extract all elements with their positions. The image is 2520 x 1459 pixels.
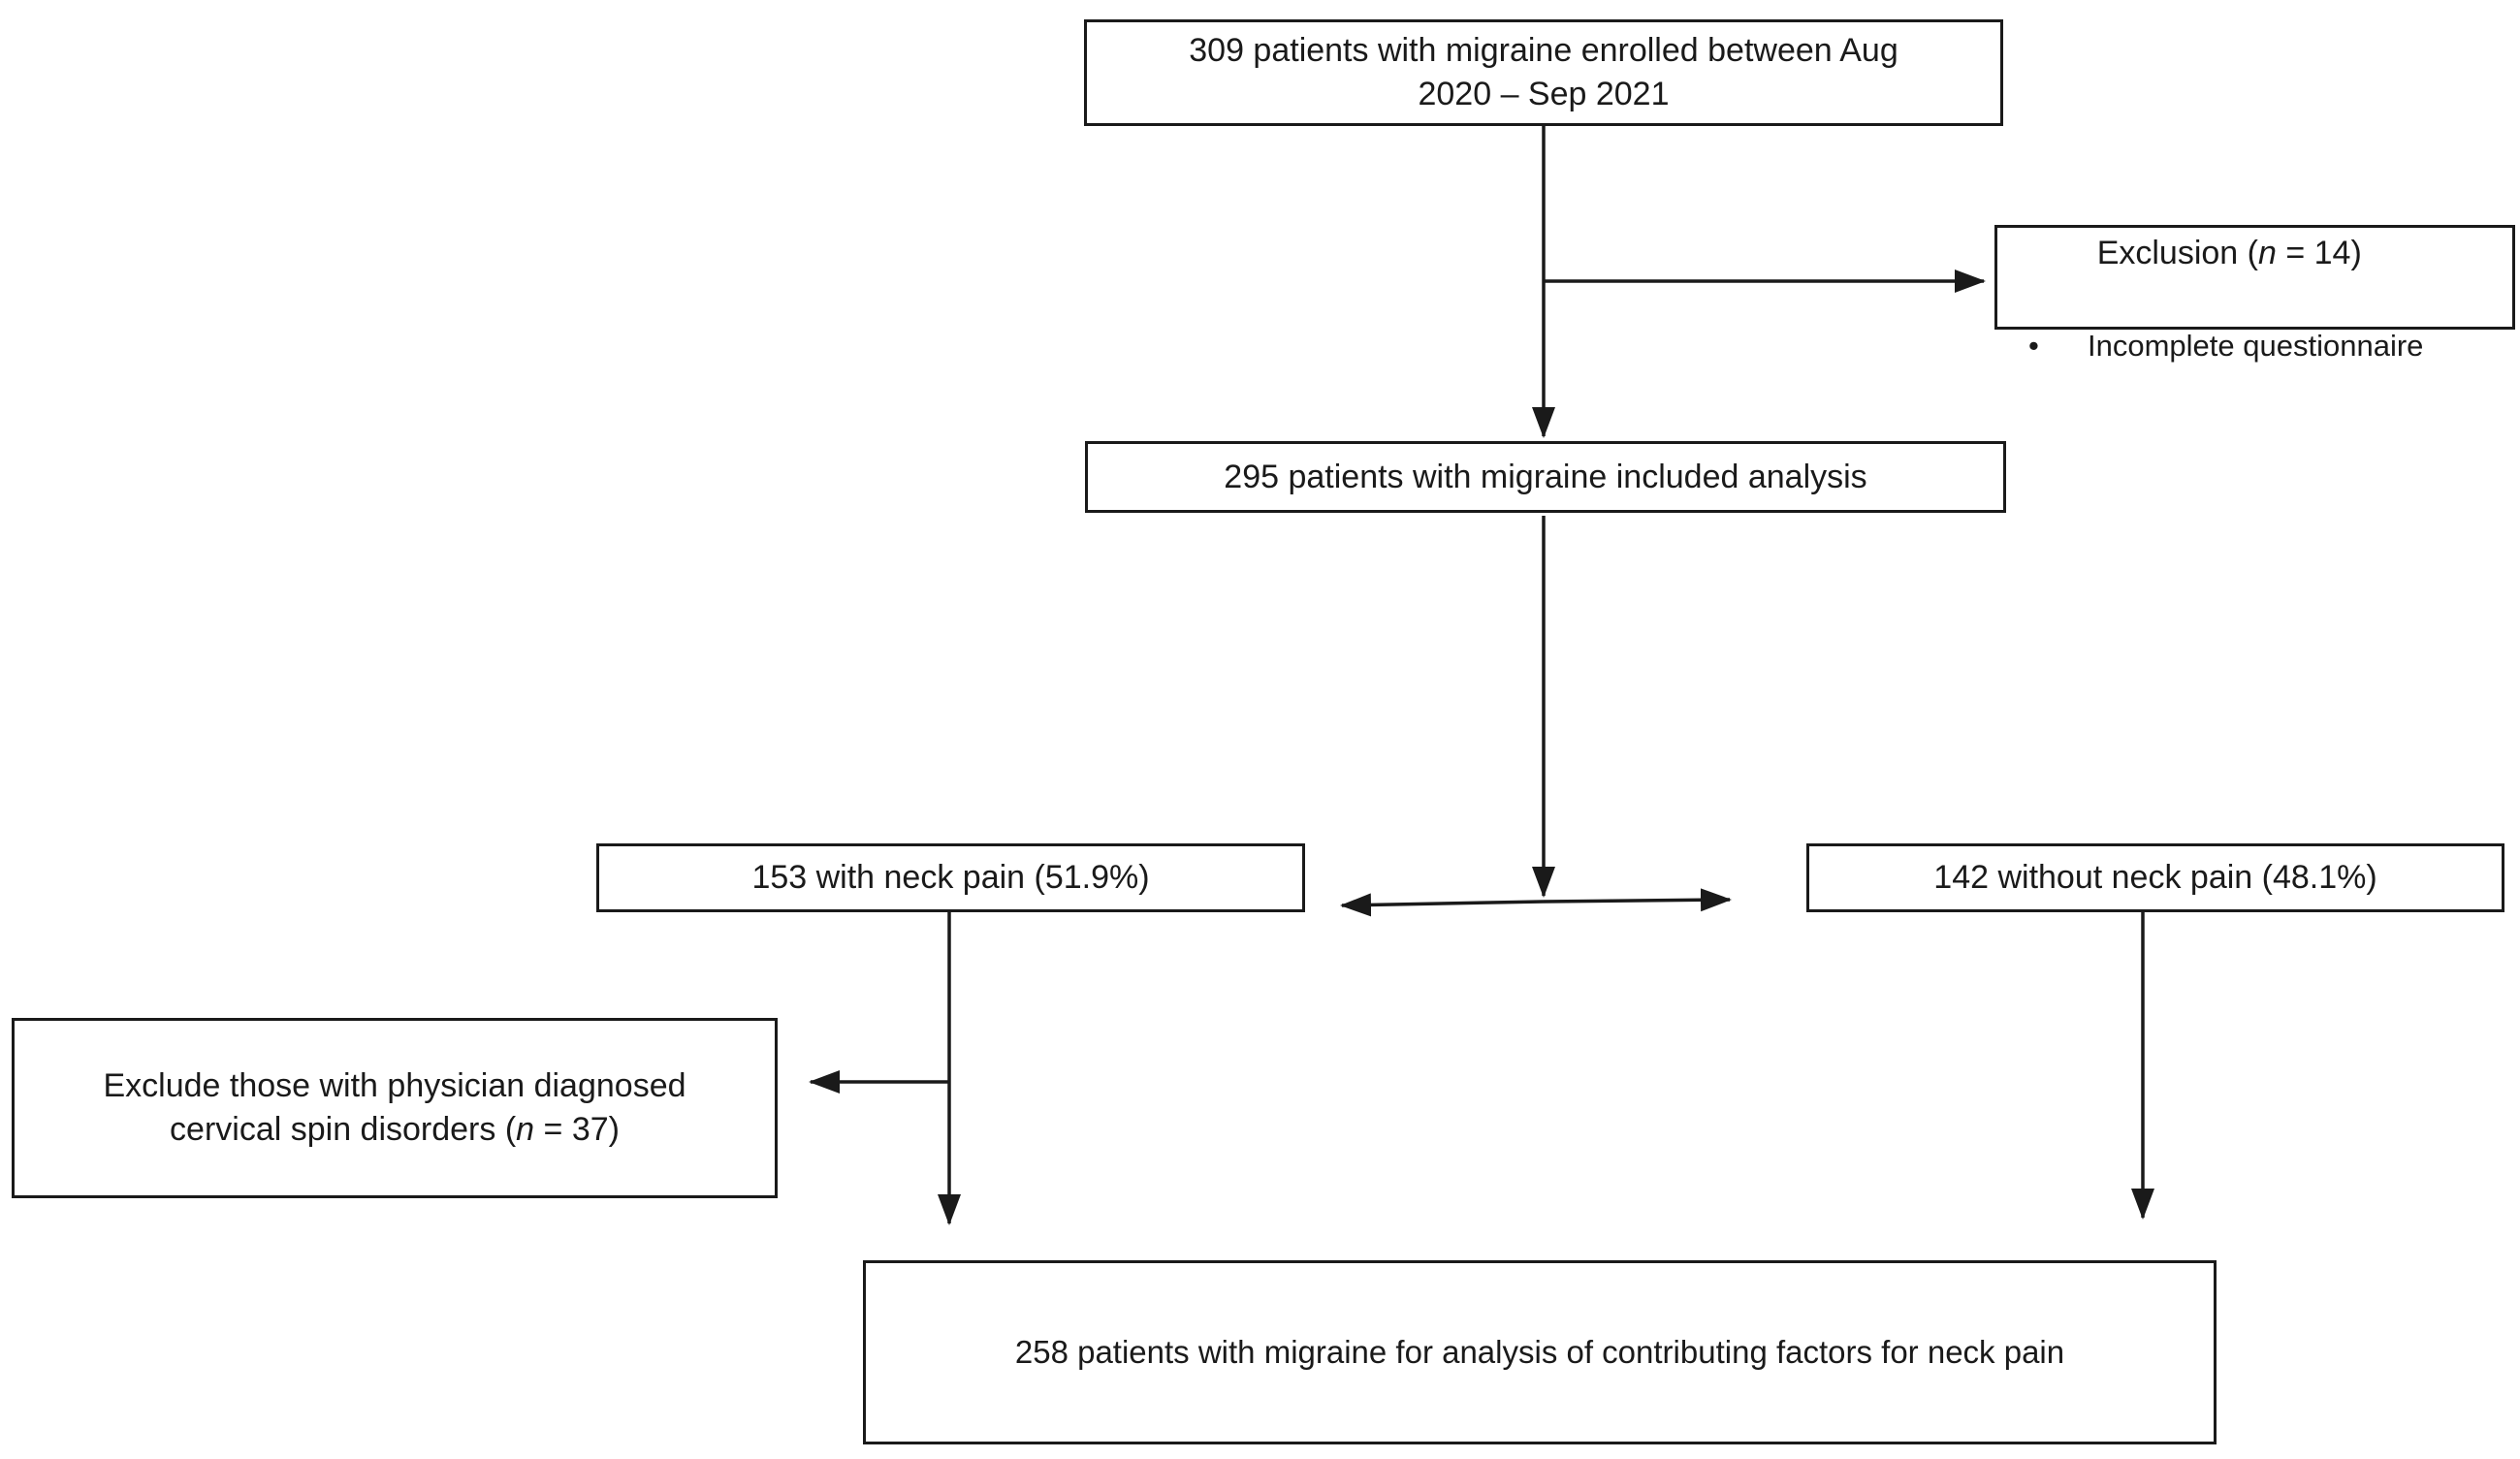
included-text: 295 patients with migraine included anal… — [1224, 458, 1867, 495]
enrolled-line-1: 309 patients with migraine enrolled betw… — [1189, 32, 1898, 70]
exclude-cervical-line-1: Exclude those with physician diagnosed — [103, 1067, 686, 1105]
box-exclude-cervical: Exclude those with physician diagnosed c… — [12, 1018, 778, 1198]
exclusion-bullet-item: • Incomplete questionnaire — [1997, 327, 2423, 366]
box-exclusion: Exclusion (n = 14) • Incomplete question… — [1994, 225, 2515, 363]
exclude-cervical-line2-prefix: cervical spin disorders ( — [170, 1111, 517, 1148]
box-included: 295 patients with migraine included anal… — [1085, 441, 2006, 513]
final-text: 258 patients with migraine for analysis … — [1014, 1334, 2065, 1371]
no-neck-pain-text: 142 without neck pain (48.1%) — [1933, 859, 2377, 897]
arrow-split-left — [1340, 893, 1545, 917]
exclusion-item-text: Incomplete questionnaire — [2088, 328, 2424, 363]
exclude-cervical-line2-n: n — [516, 1111, 535, 1148]
arrow-split-right — [1543, 888, 1732, 912]
exclusion-title-prefix: Exclusion ( — [2096, 235, 2258, 272]
box-enrolled: 309 patients with migraine enrolled betw… — [1084, 19, 2003, 126]
exclusion-title-suffix: = 14) — [2276, 235, 2362, 272]
neck-pain-text: 153 with neck pain (51.9%) — [751, 859, 1150, 897]
box-final: 258 patients with migraine for analysis … — [863, 1260, 2217, 1444]
enrolled-line-2: 2020 – Sep 2021 — [1418, 76, 1670, 112]
exclude-cervical-line-2: cervical spin disorders (n = 37) — [170, 1108, 620, 1152]
bullet-icon: • — [2028, 328, 2039, 363]
box-no-neck-pain: 142 without neck pain (48.1%) — [1806, 843, 2504, 912]
exclusion-title-n: n — [2257, 235, 2277, 272]
exclusion-title: Exclusion (n = 14) — [1997, 188, 2362, 319]
box-neck-pain: 153 with neck pain (51.9%) — [596, 843, 1305, 912]
exclude-cervical-line2-suffix: = 37) — [534, 1111, 620, 1148]
